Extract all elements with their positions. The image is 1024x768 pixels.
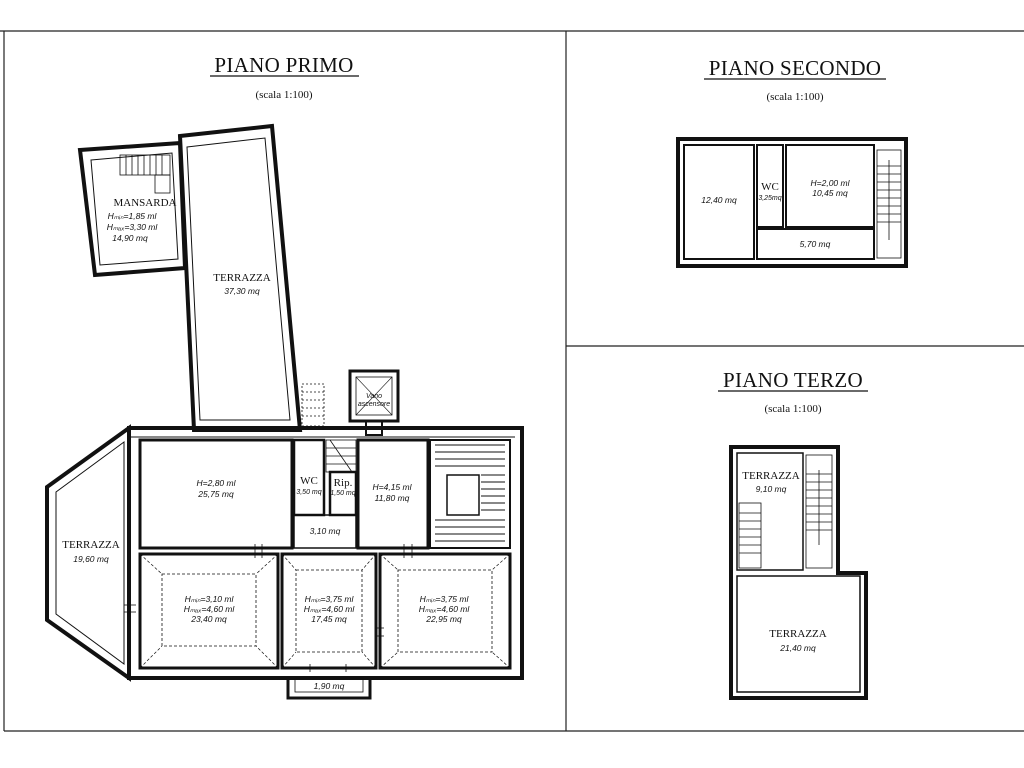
vano-label-1: Vano [366,393,382,400]
secondo-stair [876,149,902,259]
primo-room-e-hmin: Hₘᵢₙ=3,75 ml [420,594,470,604]
terzo-terrazza-big-area: 21,40 mq [779,643,816,653]
secondo-room-a-area: 12,40 mq [701,195,737,205]
mansarda-hmin: Hₘᵢₙ=1,85 ml [108,211,158,221]
primo-room-c-hmin: Hₘᵢₙ=3,10 ml [185,594,235,604]
primo-corridor: 3,10 mq [293,514,357,549]
primo-room-d: Hₘᵢₙ=3,75 ml Hₘₐₓ=4,60 ml 17,45 mq [280,552,378,670]
primo-door-marks [124,544,413,672]
piano-terzo-scale: (scala 1:100) [764,403,821,415]
primo-room-d-hmin: Hₘᵢₙ=3,75 ml [305,594,355,604]
piano-secondo-title: PIANO SECONDO [709,56,882,80]
sheet-frame [0,30,1024,732]
secondo-wc-name: WC [761,181,779,193]
primo-room-b: H=4,15 ml 11,80 mq [356,438,430,550]
terrazza-left-area: 19,60 mq [73,554,109,564]
primo-wc-area: 3,50 mq [296,489,321,496]
vano-label-2: ascensore [358,401,390,408]
primo-balcony-area: 1,90 mq [314,681,345,691]
secondo-room-b-h: H=2,00 ml [811,178,851,188]
primo-room-b-area: 11,80 mq [375,493,410,503]
primo-balcony: 1,90 mq [286,676,372,700]
secondo-wc: WC 3,25mq [756,144,784,228]
primo-room-a-area: 25,75 mq [197,489,234,499]
primo-room-b-h: H=4,15 ml [373,482,413,492]
piano-primo-scale: (scala 1:100) [255,89,312,101]
primo-inner-stair [325,439,357,473]
piano-primo-title: PIANO PRIMO [214,53,353,77]
secondo-room-a: 12,40 mq [683,144,755,260]
piano-secondo-scale: (scala 1:100) [766,91,823,103]
terzo-stair [738,454,833,569]
secondo-room-b-area: 10,45 mq [812,188,848,198]
terzo-terrazza-small-area: 9,10 mq [756,484,787,494]
primo-room-d-area: 17,45 mq [311,614,347,624]
terrazza-left-room: TERRAZZA 19,60 mq [45,424,131,682]
primo-room-c: Hₘᵢₙ=3,10 ml Hₘₐₓ=4,60 ml 23,40 mq [138,552,280,670]
terzo-terrazza-big: TERRAZZA 21,40 mq [736,575,861,693]
primo-rip-name: Rip. [334,477,353,489]
terzo-terrazza-big-name: TERRAZZA [769,628,826,640]
terrazza-top-area: 37,30 mq [224,286,260,296]
primo-room-c-hmax: Hₘₐₓ=4,60 ml [184,604,236,614]
primo-room-e: Hₘᵢₙ=3,75 ml Hₘₐₓ=4,60 ml 22,95 mq [378,552,512,670]
terrazza-left-name: TERRAZZA [62,539,119,551]
terzo-terrazza-small: TERRAZZA 9,10 mq [736,452,804,571]
mansarda-area: 14,90 mq [112,233,148,243]
primo-main-stair [429,439,511,549]
primo-room-a-h: H=2,80 ml [197,478,237,488]
piano-secondo-section: PIANO SECONDO (scala 1:100) 12,40 mq WC … [676,56,908,268]
piano-primo-section: PIANO PRIMO (scala 1:100) MANSARDA Hₘᵢₙ=… [45,53,524,700]
terrazza-top-name: TERRAZZA [213,272,270,284]
primo-rip-area: 1,50 mq [330,490,355,497]
primo-room-e-area: 22,95 mq [425,614,462,624]
primo-room-c-area: 23,40 mq [190,614,227,624]
mansarda-hmax: Hₘₐₓ=3,30 ml [107,222,159,232]
secondo-room-c-area: 5,70 mq [800,239,831,249]
vano-ascensore: Vano ascensore [348,369,400,436]
primo-wc-name: WC [300,475,318,487]
secondo-room-c: 5,70 mq [756,228,875,260]
mansarda-name: MANSARDA [114,197,177,209]
mansarda-stairs [119,154,171,194]
primo-corridor-area: 3,10 mq [310,526,341,536]
primo-room-a: H=2,80 ml 25,75 mq [138,438,294,550]
primo-room-e-hmax: Hₘₐₓ=4,60 ml [419,604,471,614]
piano-terzo-section: PIANO TERZO (scala 1:100) TERRAZZA 9,10 … [718,368,868,700]
secondo-room-b: H=2,00 ml 10,45 mq [785,144,875,228]
secondo-wc-area: 3,25mq [758,195,781,202]
piano-terzo-title: PIANO TERZO [723,368,863,392]
terzo-outline [729,445,868,700]
primo-room-d-hmax: Hₘₐₓ=4,60 ml [304,604,356,614]
terzo-terrazza-small-name: TERRAZZA [742,470,799,482]
